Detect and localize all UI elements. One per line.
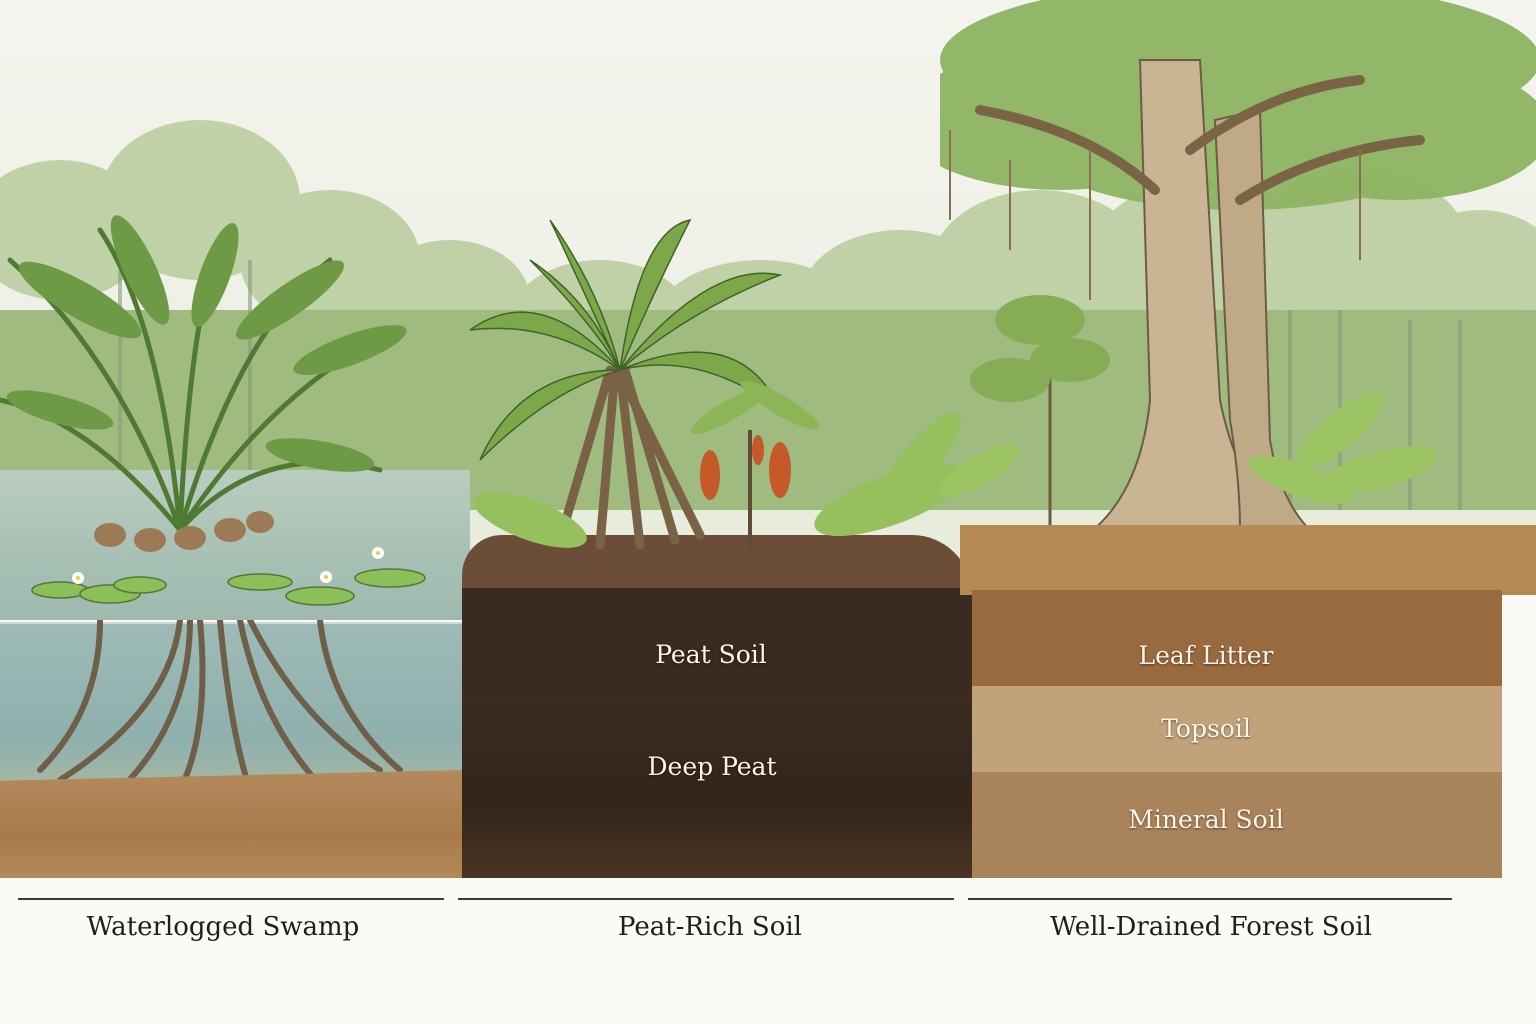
deep-peat-layer — [462, 692, 972, 878]
caption-waterlogged-swamp: Waterlogged Swamp — [86, 912, 360, 942]
caption-peat-rich-soil: Peat-Rich Soil — [617, 912, 803, 942]
layer-label-deep-peat: Deep Peat — [647, 752, 777, 781]
leaf-litter-layer — [972, 590, 1502, 686]
layer-label-leaf-litter: Leaf Litter — [1138, 641, 1274, 670]
swamp-vegetation — [0, 215, 426, 606]
forest-vegetation — [940, 0, 1536, 541]
divider-peat — [458, 898, 954, 900]
caption-well-drained-forest-soil: Well-Drained Forest Soil — [1050, 912, 1372, 942]
peat-vegetation — [469, 218, 966, 550]
layer-label-mineral-soil: Mineral Soil — [1128, 805, 1284, 834]
swamp-sediment — [0, 770, 462, 878]
layer-label-peat-soil: Peat Soil — [655, 640, 767, 669]
divider-swamp — [18, 898, 444, 900]
layer-label-topsoil: Topsoil — [1161, 714, 1251, 743]
forest-floor-leaves — [960, 525, 1536, 595]
mineral-soil-layer — [972, 772, 1502, 878]
submerged-roots — [37, 620, 403, 793]
topsoil-layer — [972, 686, 1502, 772]
divider-forest — [968, 898, 1452, 900]
peat-soil-layer — [462, 588, 972, 692]
